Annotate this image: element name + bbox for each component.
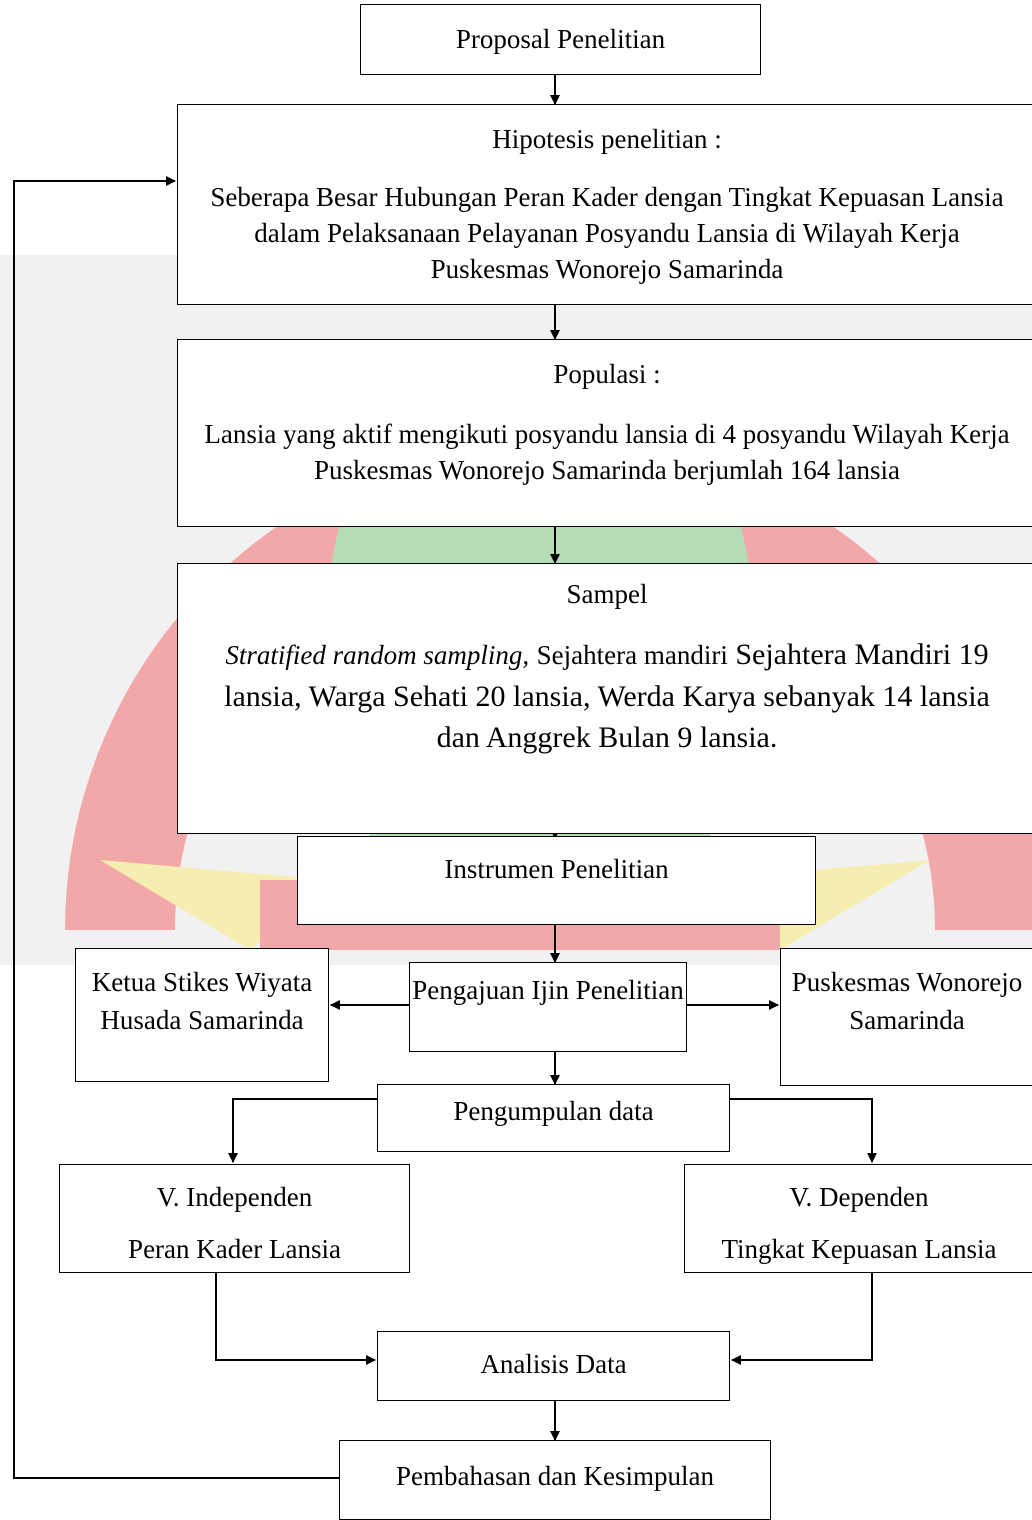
box-hipotesis: Hipotesis penelitian : Seberapa Besar Hu… xyxy=(177,104,1032,305)
puskesmas-label: Puskesmas Wonorejo Samarinda xyxy=(791,967,1023,1035)
dependen-text: Tingkat Kepuasan Lansia xyxy=(721,1234,997,1264)
box-pembahasan-kesimpulan: Pembahasan dan Kesimpulan xyxy=(339,1440,771,1520)
box-pengumpulan-data: Pengumpulan data xyxy=(377,1084,730,1152)
hipotesis-text: Seberapa Besar Hubungan Peran Kader deng… xyxy=(210,182,1004,284)
box-variabel-dependen: V. Dependen Tingkat Kepuasan Lansia xyxy=(684,1164,1032,1273)
arrow-feedback-loop xyxy=(13,176,339,1479)
sampel-text: Sejahtera Mandiri 19 lansia, Warga Sehat… xyxy=(224,638,990,754)
instrumen-label: Instrumen Penelitian xyxy=(444,854,669,884)
arrow-dependen-analisis xyxy=(731,1273,873,1365)
box-variabel-independen: V. Independen Peran Kader Lansia xyxy=(59,1164,410,1273)
independen-text: Peran Kader Lansia xyxy=(128,1234,341,1264)
arrow-pengumpulan-dependen xyxy=(730,1098,877,1163)
dependen-title: V. Dependen xyxy=(789,1182,929,1212)
ketua-label: Ketua Stikes Wiyata Husada Samarinda xyxy=(91,967,313,1035)
arrow-pengumpulan-independen xyxy=(228,1098,377,1163)
box-pengajuan-ijin: Pengajuan Ijin Penelitian xyxy=(409,962,687,1052)
box-populasi: Populasi : Lansia yang aktif mengikuti p… xyxy=(177,339,1032,527)
arrow-independen-analisis xyxy=(215,1273,376,1365)
populasi-title: Populasi : xyxy=(553,359,661,389)
box-proposal-penelitian: Proposal Penelitian xyxy=(360,4,761,75)
sampel-title: Sampel xyxy=(566,579,648,609)
box-sampel: Sampel Stratified random sampling, Sejah… xyxy=(177,563,1032,834)
hipotesis-title: Hipotesis penelitian : xyxy=(492,124,722,154)
box-ketua-stikes: Ketua Stikes Wiyata Husada Samarinda xyxy=(75,948,329,1082)
proposal-label: Proposal Penelitian xyxy=(455,24,666,54)
sampel-paragraph: Stratified random sampling, Sejahtera ma… xyxy=(202,634,1012,758)
box-instrumen-penelitian: Instrumen Penelitian xyxy=(297,836,816,925)
sampel-text-small: Sejahtera mandiri xyxy=(536,640,728,670)
ijin-label: Pengajuan Ijin Penelitian xyxy=(412,975,684,1005)
pengumpulan-label: Pengumpulan data xyxy=(453,1096,654,1126)
box-analisis-data: Analisis Data xyxy=(377,1331,730,1401)
populasi-text: Lansia yang aktif mengikuti posyandu lan… xyxy=(204,419,1010,485)
pembahasan-label: Pembahasan dan Kesimpulan xyxy=(396,1461,714,1491)
box-puskesmas: Puskesmas Wonorejo Samarinda xyxy=(780,948,1032,1086)
sampel-method: Stratified random sampling, xyxy=(225,640,530,670)
analisis-label: Analisis Data xyxy=(480,1349,627,1379)
independen-title: V. Independen xyxy=(156,1182,313,1212)
